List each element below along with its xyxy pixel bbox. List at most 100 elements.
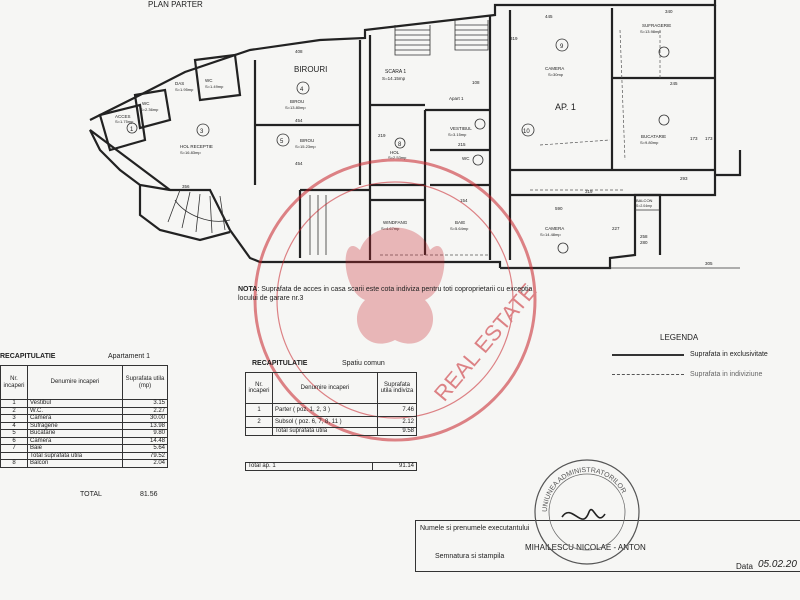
cell: 30.00 <box>122 414 168 423</box>
cell: 14.48 <box>122 436 168 445</box>
col-header: Denumire incaperi <box>272 372 378 404</box>
cell: 2.12 <box>377 416 417 428</box>
cell: 3.15 <box>122 399 168 408</box>
room-number-marker <box>276 133 290 147</box>
room-number: 4 <box>300 87 304 93</box>
room-name: BIROU <box>290 99 304 104</box>
cell: 79.52 <box>122 451 168 460</box>
dimension: 445 <box>545 14 553 19</box>
dimension: 258 <box>640 234 648 239</box>
legend-item: Suprafata in indiviziune <box>690 371 763 378</box>
col-header: Denumire incaperi <box>27 365 123 400</box>
recap2-table: Nr. incaperi Denumire incaperi Suprafata… <box>245 372 417 436</box>
dimension: 305 <box>705 261 713 266</box>
note: NOTA: Suprafata de acces in casa scarii … <box>238 286 533 302</box>
room-number: 5 <box>280 139 284 145</box>
dimension: 173 <box>705 136 713 141</box>
scara-label: SCARA 1 <box>385 69 406 75</box>
room-name: BALCON <box>636 198 653 203</box>
cell: 9.80 <box>122 429 168 438</box>
note-label: NOTA <box>238 286 258 293</box>
recap1-subtitle: Apartament 1 <box>108 353 151 360</box>
cell: 2.27 <box>122 406 168 415</box>
cell: 13.98 <box>122 421 168 430</box>
room-name: WC <box>205 78 213 83</box>
room-area: S=15.23mp <box>295 144 316 149</box>
dimension: 245 <box>670 81 678 86</box>
stamp-icon: UNIUNEA ADMINISTRATORILOR <box>534 459 640 565</box>
room-number-marker <box>557 242 569 254</box>
legend-swatch-solid <box>612 354 684 356</box>
room-name: BAIE <box>455 220 465 225</box>
cell: Camera <box>27 436 123 445</box>
dimension: 356 <box>182 184 190 189</box>
room-area: S=3.15mp <box>448 132 467 137</box>
dimension: 173 <box>690 136 698 141</box>
room-area: S=30mp <box>548 72 564 77</box>
room-number-marker <box>521 123 535 137</box>
room-area: S=2.36mp <box>140 107 159 112</box>
cell: Parter ( poz. 1, 2, 3 ) <box>272 403 378 417</box>
legend-title: LEGENDA <box>660 333 699 342</box>
apart1-label: Apart 1 <box>449 96 464 101</box>
signature-box <box>415 520 800 572</box>
dimension: 408 <box>295 49 303 54</box>
cell: 2 <box>245 416 273 428</box>
room-area: S=4.67mp <box>381 226 400 231</box>
cell: 2 <box>0 406 28 415</box>
cell: Camera <box>27 414 123 423</box>
dimensions: 445 340 408 245 454 454 219 319 293 590 … <box>182 9 713 266</box>
table-row: Total ap. 1 91.14 <box>245 462 417 471</box>
recap2-total-value: 91.14 <box>372 462 417 471</box>
dimension: 215 <box>458 142 466 147</box>
cell <box>0 451 28 460</box>
stairs <box>167 20 489 255</box>
ap-label: AP. 1 <box>555 102 576 112</box>
svg-text:UNIUNEA ADMINISTRATORILOR: UNIUNEA ADMINISTRATORILOR <box>542 467 627 512</box>
room-name: BUCATARIE <box>641 134 666 139</box>
room-area: S=16.83mp <box>180 150 201 155</box>
room-number: 8 <box>398 142 402 148</box>
birouri-label: BIROURI <box>294 65 327 74</box>
cell: Balcon <box>27 459 123 468</box>
col-header: Nr. incaperi <box>245 372 273 404</box>
stamp-text: UNIUNEA ADMINISTRATORILOR <box>542 467 627 512</box>
col-header: Nr. incaperi <box>0 365 28 400</box>
dimension: 108 <box>472 80 480 85</box>
room-name: WC <box>142 101 150 106</box>
cell: 2.04 <box>122 459 168 468</box>
recap1-total-value: 81.56 <box>140 491 158 498</box>
room-area: S=5.64mp <box>450 226 469 231</box>
cell: 1 <box>0 399 28 408</box>
room-name: BIROU <box>300 138 314 143</box>
room-number-marker <box>394 137 406 149</box>
dimension: 219 <box>378 133 386 138</box>
room-number-marker <box>296 81 310 95</box>
cell: Total suprafata utila <box>27 451 123 460</box>
cell: 5 <box>0 429 28 438</box>
room-number-marker <box>474 118 486 130</box>
room-name: DAS <box>175 81 184 86</box>
recap2-total-label: Total ap. 1 <box>245 462 373 471</box>
room-name: CAMERA <box>545 226 564 231</box>
cell: W.C. <box>27 406 123 415</box>
room-name: VESTIBUL <box>450 126 472 131</box>
cell: Total suprafata utila <box>272 427 378 436</box>
room-number-marker <box>126 122 138 134</box>
cell: Vestibul <box>27 399 123 408</box>
room-area: S=1.95mp <box>175 87 194 92</box>
room-number-marker <box>472 154 484 166</box>
room-area: S=14.48mp <box>540 232 561 237</box>
scara-area: S=14.15mp <box>382 76 406 81</box>
room-name: SUFRAGERIE <box>642 23 671 28</box>
dimension: 319 <box>585 189 593 194</box>
recap2-total-table: Total ap. 1 91.14 <box>245 462 417 471</box>
